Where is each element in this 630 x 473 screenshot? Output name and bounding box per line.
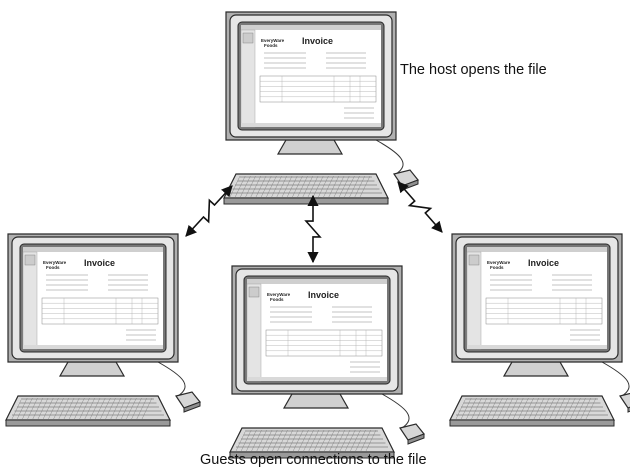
invoice-title: Invoice <box>84 258 115 268</box>
logo-text-2: Foods <box>264 43 278 48</box>
monitor-stand <box>282 393 350 409</box>
status-bar <box>241 123 381 127</box>
toolbar-icon <box>24 254 36 266</box>
keyboard-icon <box>223 173 389 205</box>
window-titlebar <box>241 25 381 30</box>
window-titlebar <box>23 247 163 252</box>
toolbar-icon <box>468 254 480 266</box>
mouse-icon <box>399 423 425 445</box>
invoice-title: Invoice <box>308 290 339 300</box>
keyboard-icon <box>5 395 171 427</box>
mouse-icon <box>175 391 201 413</box>
host-caption: The host opens the file <box>400 62 547 78</box>
logo-text-2: Foods <box>46 265 60 270</box>
status-area <box>22 251 38 350</box>
guests-caption: Guests open connections to the file <box>200 452 427 468</box>
line-items-table <box>265 329 383 357</box>
logo-text-1: EveryWare <box>43 260 67 265</box>
status-area <box>246 283 262 382</box>
line-items-table <box>259 75 377 103</box>
toolbar-icon <box>248 286 260 298</box>
invoice-title: Invoice <box>302 36 333 46</box>
keyboard-icon <box>229 427 395 459</box>
line-items-table <box>41 297 159 325</box>
invoice-title: Invoice <box>528 258 559 268</box>
logo-text-2: Foods <box>490 265 504 270</box>
logo-text-1: EveryWare <box>261 38 285 43</box>
mouse-icon <box>393 169 419 191</box>
window-titlebar <box>467 247 607 252</box>
monitor-stand <box>58 361 126 377</box>
monitor-stand <box>276 139 344 155</box>
status-bar <box>467 345 607 349</box>
logo-text-2: Foods <box>270 297 284 302</box>
monitor-stand <box>502 361 570 377</box>
line-items-table <box>485 297 603 325</box>
window-titlebar <box>247 279 387 284</box>
mouse-cable <box>381 393 410 429</box>
logo-text-1: EveryWare <box>267 292 291 297</box>
toolbar-icon <box>242 32 254 44</box>
keyboard-icon <box>449 395 615 427</box>
connection-arrow-right <box>397 181 443 233</box>
mouse-cable <box>157 361 186 397</box>
mouse-cable <box>375 139 404 175</box>
connection-arrow-left <box>185 185 233 237</box>
status-bar <box>247 377 387 381</box>
status-bar <box>23 345 163 349</box>
mouse-icon <box>619 392 630 413</box>
status-area <box>466 251 482 350</box>
connection-arrow-center <box>304 194 322 264</box>
mouse-cable <box>601 361 630 397</box>
logo-text-1: EveryWare <box>487 260 511 265</box>
status-area <box>240 29 256 128</box>
